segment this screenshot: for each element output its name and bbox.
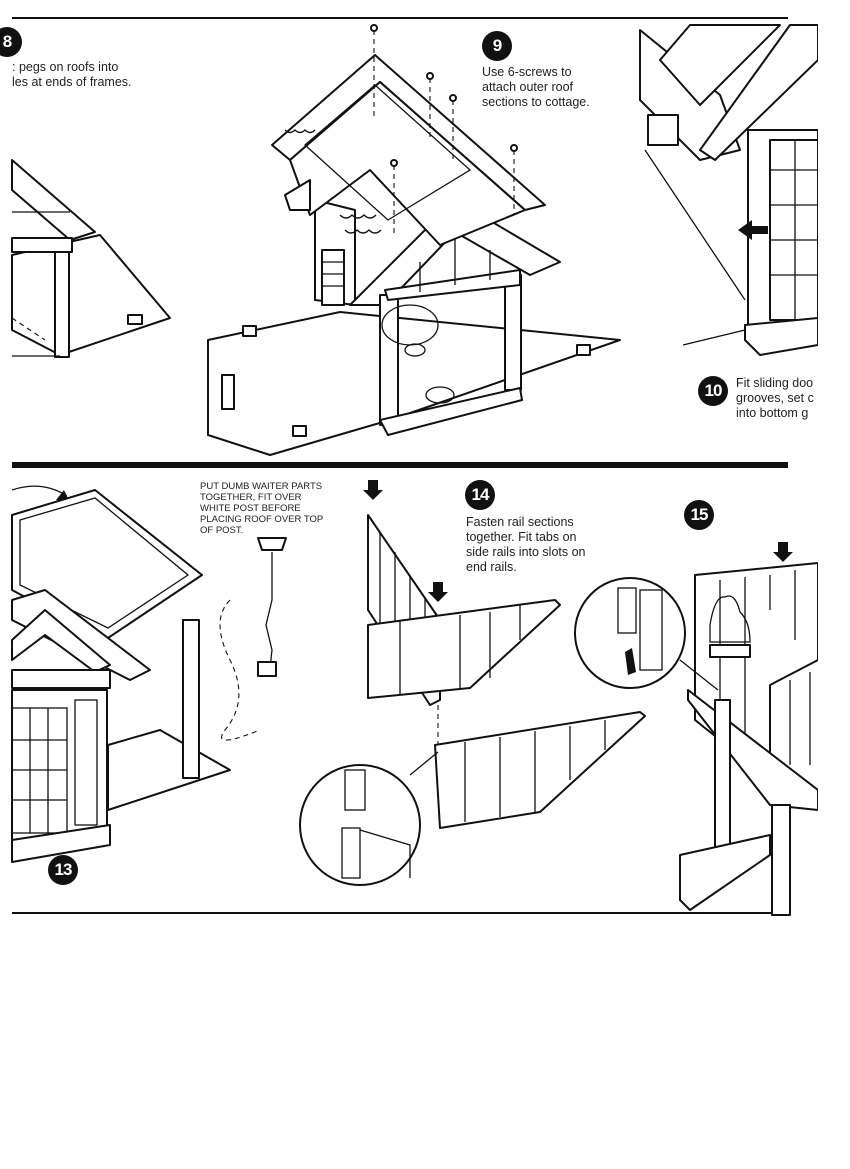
step-10-illustration [639, 24, 818, 356]
step-14-badge: 14 [465, 480, 495, 510]
step-13-illustration [11, 485, 287, 863]
step-8-badge: 8 [0, 27, 22, 57]
step-13-badge: 13 [48, 855, 78, 885]
step-8-text: : pegs on roofs into les at ends of fram… [12, 60, 132, 89]
step-10-text: Fit sliding doo grooves, set c into bott… [736, 376, 814, 420]
arrow-down-icon-2 [428, 582, 448, 602]
detail-magnifier [299, 764, 421, 886]
step-15-badge: 15 [684, 500, 714, 530]
instruction-sheet: 8 : pegs on roofs into les at ends of fr… [0, 17, 818, 916]
step-9-badge: 9 [482, 31, 512, 61]
step-9-text: Use 6-screws to attach outer roof sectio… [482, 65, 590, 109]
step-10-badge: 10 [698, 376, 728, 406]
arrow-down-icon-3 [773, 542, 793, 562]
step-8-illustration [11, 159, 171, 358]
illustrations [11, 24, 818, 916]
plant-icon [709, 595, 751, 643]
rotate-arrow-icon [11, 485, 68, 497]
step-9-illustration [207, 24, 621, 456]
arrow-left-icon [738, 220, 768, 240]
top-rule [12, 17, 788, 19]
bottom-rule [12, 912, 788, 914]
screw-icons [370, 24, 518, 235]
middle-rule [12, 462, 788, 468]
step-15-illustration [574, 542, 818, 916]
arrow-down-icon [363, 480, 383, 500]
step-14-text: Fasten rail sections together. Fit tabs … [466, 515, 586, 574]
step-13-note: PUT DUMB WAITER PARTS TOGETHER, FIT OVER… [200, 481, 324, 536]
step-14-illustration [299, 480, 646, 886]
